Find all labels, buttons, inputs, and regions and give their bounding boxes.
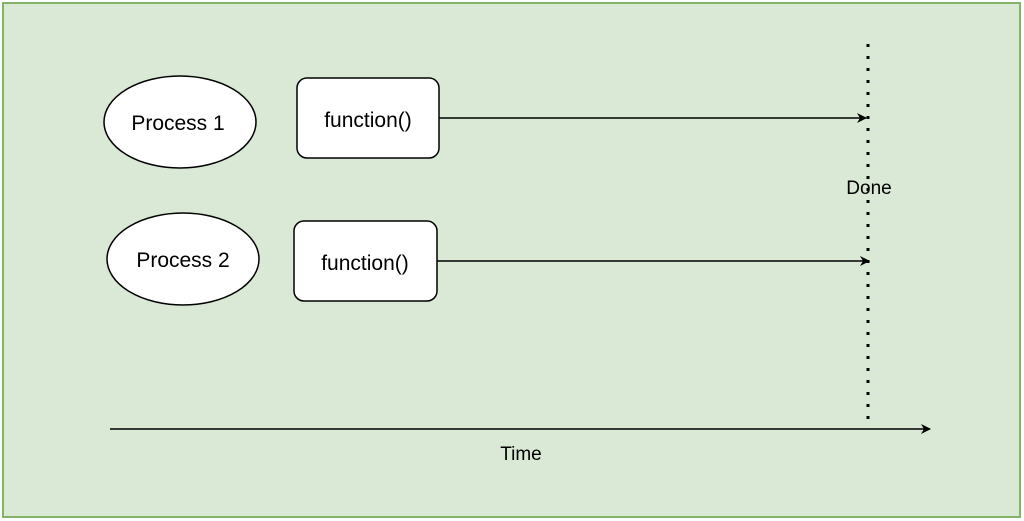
function-2-label: function() xyxy=(321,252,409,275)
process-2-row: Process 2 function() xyxy=(106,212,870,306)
process-1-row: Process 1 function() xyxy=(103,75,867,169)
process-1-label: Process 1 xyxy=(131,112,224,135)
process-1-ellipse xyxy=(103,75,257,169)
done-label: Done xyxy=(846,178,891,199)
process-2-label: Process 2 xyxy=(136,249,229,272)
function-1-label: function() xyxy=(324,109,412,132)
time-label: Time xyxy=(500,444,542,465)
process-2-ellipse xyxy=(106,212,260,306)
